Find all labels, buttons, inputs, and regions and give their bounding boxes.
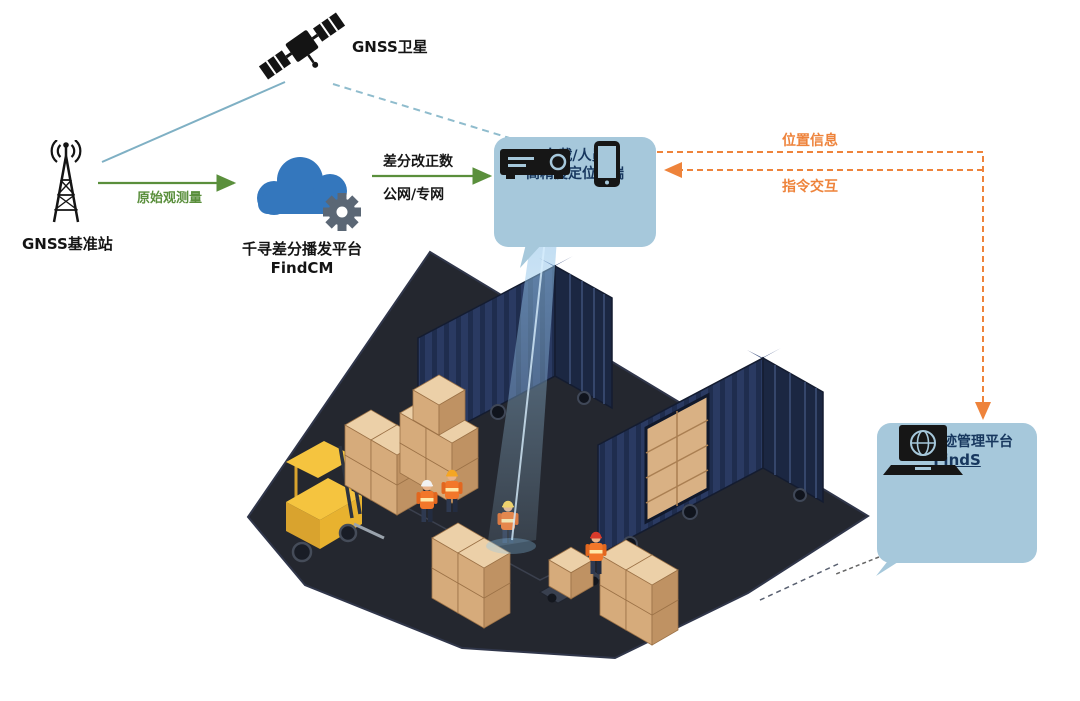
worker-helmet: [446, 469, 458, 475]
correction-label-line1: 差分改正数: [383, 154, 453, 170]
worker-leg: [597, 560, 602, 574]
positioning-beam: [487, 238, 557, 548]
correction-label-line2: 公网/专网: [383, 187, 445, 203]
base-station-antenna-icon: [50, 140, 82, 223]
satellite-terminal-link-line: [332, 83, 517, 141]
cloud-icon: [257, 157, 361, 231]
raw-observation-label: 原始观测量: [136, 191, 202, 206]
worker-vest-stripe: [589, 550, 603, 554]
yard-platform: [246, 250, 870, 660]
worker-helmet: [421, 479, 433, 485]
open-door-cargo: [644, 392, 710, 525]
worker-arm: [585, 544, 590, 556]
worker-helmet-brim: [590, 536, 602, 539]
positioning-beam-spot: [486, 538, 536, 554]
worker-leg: [428, 508, 433, 522]
worker-leg: [446, 498, 451, 512]
worker-arm: [416, 492, 421, 504]
worker-helmet-brim: [446, 474, 458, 477]
position-info-label: 位置信息: [782, 133, 838, 149]
laptop-globe-icon: [883, 425, 963, 475]
shipping-container-2: [597, 348, 824, 557]
worker-arm: [458, 482, 463, 494]
gnss-satellite-icon: [258, 12, 346, 80]
carton-face: [651, 569, 679, 616]
worker-arm: [433, 492, 438, 504]
worker-leg: [421, 508, 426, 522]
worker-vest-stripe: [445, 488, 459, 492]
finds-scene-connector-line: [835, 556, 880, 575]
smartphone-icon: [594, 141, 620, 187]
worker-leg: [453, 498, 458, 512]
carton-face: [451, 427, 479, 474]
satellite-label: GNSS卫星: [352, 38, 428, 56]
terminal-bubble: 车载/人员 高精度定位终端: [494, 137, 656, 247]
worker-arm: [441, 482, 446, 494]
command-interaction-label: 指令交互: [782, 179, 838, 195]
carton-face: [438, 389, 466, 436]
forklift: [286, 441, 385, 563]
cloud-platform-name: FindCM: [270, 259, 334, 277]
carton-face: [570, 559, 594, 600]
position-info-line: [657, 151, 991, 420]
satellite-basestation-link-line: [101, 81, 286, 163]
carton-face: [483, 552, 511, 599]
positioning-beam-core: [511, 238, 546, 541]
base-station-label: GNSS基准站: [22, 235, 113, 253]
finds-platform-bubble: 位置轨迹管理平台 FindS: [877, 423, 1037, 563]
gear-icon: [323, 193, 361, 231]
terminal-icons: [500, 141, 620, 187]
platform-dashed-edge: [757, 563, 839, 602]
cloud-platform-title: 千寻差分播发平台: [241, 240, 362, 258]
worker-arm: [602, 544, 607, 556]
vehicle-terminal-receiver-icon: [500, 149, 570, 179]
worker-helmet-brim: [421, 484, 433, 487]
worker-leg: [590, 560, 595, 574]
worker-vest-stripe: [420, 498, 434, 502]
worker-helmet: [590, 531, 602, 537]
